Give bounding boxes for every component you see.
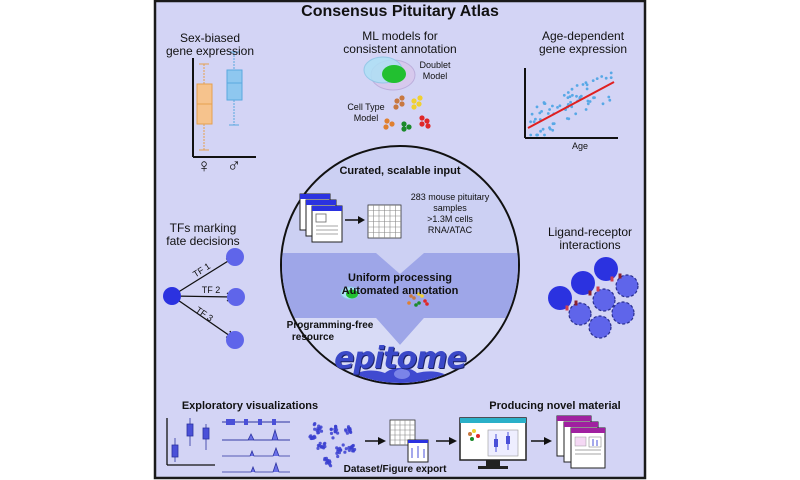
programming-free-line1: Programming-free (286, 320, 374, 331)
age-dependent-line1: Age-dependent (541, 29, 625, 43)
tf2-label: TF 2 (201, 285, 221, 295)
curated-input-label: Curated, scalable input (339, 165, 461, 177)
fate-node-2 (227, 288, 245, 306)
ligand-receptor-line1: Ligand-receptor (547, 225, 633, 239)
samples-line1: 283 mouse pituitary (410, 192, 490, 202)
cell-type-clusters (383, 95, 431, 132)
dataset-figure-export-label: Dataset/Figure export (343, 464, 447, 475)
samples-line3: >1.3M cells (427, 214, 473, 224)
exploratory-visualizations-label: Exploratory visualizations (181, 400, 319, 412)
annotation-dots (407, 292, 429, 307)
sex-biased-line2: gene expression (165, 44, 255, 58)
age-dependent-plot (524, 68, 618, 139)
sex-biased-plot (192, 51, 256, 158)
epitome-logo: epitome (334, 341, 467, 376)
tf-fate-tree (163, 248, 245, 349)
male-symbol: ♂ (226, 156, 242, 177)
uniform-processing-label: Uniform processing (348, 272, 452, 284)
doublet-model-line2: Model (422, 71, 448, 81)
male-box (226, 69, 243, 101)
doublet-model-line1: Doublet (419, 60, 451, 70)
producing-novel-material-label: Producing novel material (489, 400, 621, 412)
fate-node-3 (226, 331, 244, 349)
tf-fate-line1: TFs marking (169, 221, 237, 235)
female-symbol: ♀ (196, 156, 212, 177)
ml-models-line1: ML models for (362, 29, 438, 43)
ligand-receptor-line2: interactions (559, 238, 621, 252)
sex-biased-line1: Sex-biased (179, 31, 241, 45)
bottom-workflow (166, 415, 606, 473)
age-trend-line (527, 81, 615, 129)
page-title: Consensus Pituitary Atlas (301, 3, 499, 20)
cell-type-model-line1: Cell Type (347, 102, 385, 112)
cell-type-model-line2: Model (353, 113, 379, 123)
ml-models-line2: consistent annotation (343, 42, 457, 56)
samples-line2: samples (433, 203, 467, 213)
samples-line4: RNA/ATAC (427, 225, 473, 235)
output-pages (556, 415, 606, 469)
matrix-grid (367, 204, 402, 239)
programming-free-line2: resource (291, 332, 335, 343)
umap-blobs (308, 422, 357, 468)
input-pages (299, 193, 343, 243)
age-axis-label: Age (571, 141, 588, 151)
ligand-receptor-cells (548, 257, 639, 339)
ml-models-illustration (363, 56, 431, 132)
tf-fate-line2: fate decisions (166, 234, 240, 248)
progenitor-node (163, 287, 181, 305)
automated-annotation-label: Automated annotation (341, 285, 459, 297)
fate-node-1 (226, 248, 244, 266)
age-dependent-line2: gene expression (538, 42, 628, 56)
